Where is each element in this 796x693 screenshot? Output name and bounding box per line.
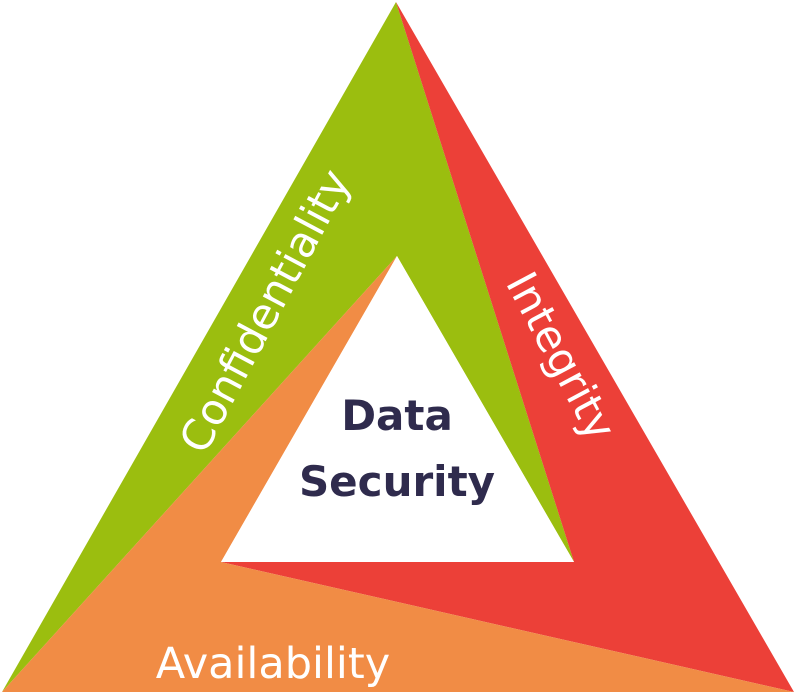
inner-triangle [221,256,574,562]
center-title-line1: Data [341,391,453,440]
confidentiality-segment [2,2,574,692]
integrity-segment [221,2,794,692]
availability-label: Availability [156,639,390,689]
availability-segment [2,256,794,692]
center-title-line2: Security [299,457,495,506]
